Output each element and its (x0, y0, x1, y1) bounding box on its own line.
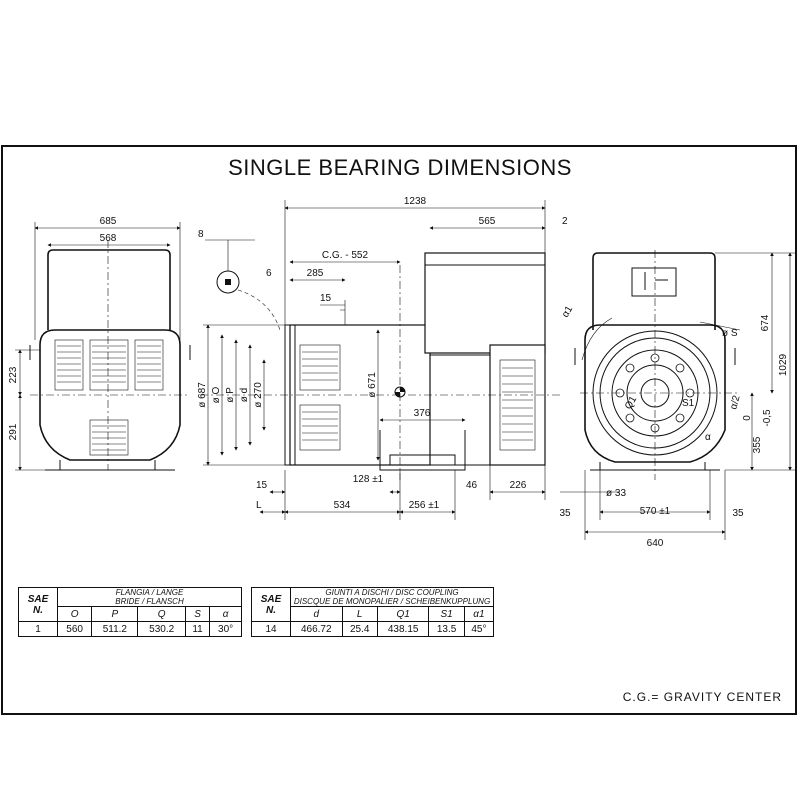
front-view (15, 222, 191, 471)
flange-sae-value: 1 (18, 621, 58, 637)
drawing-title: SINGLE BEARING DIMENSIONS (228, 155, 572, 180)
coupling-value-q1: 438.15 (376, 621, 430, 637)
coupling-col-q1: Q1 (376, 606, 430, 622)
coupling-value-alpha1: 45° (463, 621, 495, 637)
flange-value-o: 560 (56, 621, 93, 637)
dim-568: 568 (100, 233, 117, 244)
drawing-frame (1, 145, 797, 715)
dia-270: ø 270 (253, 382, 264, 408)
flange-value-q: 530.2 (137, 621, 186, 637)
coupling-sae-header: SAE N. (251, 587, 291, 622)
dim-2: 2 (562, 216, 568, 227)
dim-355-tol-top: 0 (742, 415, 753, 421)
coupling-header: GIUNTI A DISCHI / DISC COUPLING DISCQUE … (290, 587, 494, 607)
flange-header: FLANGIA / LANGE BRIDE / FLANSCH (57, 587, 242, 607)
dia-33: ø 33 (606, 488, 626, 499)
dim-1238: 1238 (404, 196, 427, 207)
angle-alpha: α (705, 432, 711, 443)
flange-value-p: 511.2 (91, 621, 139, 637)
coupling-col-l: L (341, 606, 378, 622)
dim-8: 8 (198, 229, 204, 240)
dim-640: 640 (647, 538, 664, 549)
dim-223: 223 (8, 366, 19, 383)
dim-35-right: 35 (732, 508, 744, 519)
dim-291: 291 (8, 423, 19, 440)
dia-p: ø P (225, 387, 236, 403)
dim-46: 46 (466, 480, 478, 491)
flange-col-o: O (56, 606, 93, 622)
coupling-col-alpha1: α1 (463, 606, 495, 622)
dim-355-tol-bottom: -0,5 (762, 409, 773, 427)
dia-o: ø O (211, 386, 222, 403)
dim-256: 256 ±1 (409, 500, 440, 511)
dim-565: 565 (479, 216, 496, 227)
coupling-value-d: 466.72 (290, 621, 343, 637)
coupling-value-s1: 13.5 (428, 621, 465, 637)
label-q1: Q1 (623, 394, 639, 411)
dim-1029: 1029 (778, 353, 789, 376)
side-view (200, 200, 560, 520)
flange-col-q: Q (137, 606, 186, 622)
flange-value-s: 11 (184, 621, 211, 637)
coupling-table: SAE N. GIUNTI A DISCHI / DISC COUPLING D… (251, 587, 495, 637)
coupling-col-s1: S1 (428, 606, 465, 622)
flange-table: SAE N. FLANGIA / LANGE BRIDE / FLANSCH O… (18, 587, 242, 637)
dim-534: 534 (334, 500, 351, 511)
angle-alpha-half: α/2 (728, 394, 742, 411)
label-s1: S1 (682, 398, 695, 409)
dia-687: ø 687 (197, 382, 208, 408)
dim-15-bottom: 15 (256, 480, 268, 491)
dim-685: 685 (100, 216, 117, 227)
flange-col-alpha: α (209, 606, 242, 622)
dim-l: L (256, 500, 262, 511)
dim-355: 355 (752, 436, 763, 453)
dim-376: 376 (414, 408, 431, 419)
coupling-sae-value: 14 (251, 621, 291, 637)
dim-285: 285 (307, 268, 324, 279)
cg-distance: C.G. - 552 (322, 250, 369, 261)
dim-6: 6 (266, 268, 272, 279)
dim-570: 570 ±1 (640, 506, 671, 517)
gravity-center-note: C.G.= GRAVITY CENTER (622, 690, 782, 704)
angle-alpha1: α1 (560, 304, 575, 320)
dim-128: 128 ±1 (353, 474, 384, 485)
coupling-value-l: 25.4 (341, 621, 378, 637)
dim-15-top: 15 (320, 293, 332, 304)
dia-d: ø d (239, 388, 250, 402)
flange-col-s: S (184, 606, 211, 622)
flange-col-p: P (91, 606, 139, 622)
dia-s: ø S (722, 328, 738, 339)
coupling-col-d: d (290, 606, 343, 622)
flange-sae-header: SAE N. (18, 587, 58, 622)
dim-674: 674 (760, 314, 771, 331)
flange-value-alpha: 30° (209, 621, 242, 637)
dim-35-left: 35 (559, 508, 571, 519)
end-view (560, 250, 795, 540)
dia-671: ø 671 (367, 372, 378, 398)
dim-226: 226 (510, 480, 527, 491)
